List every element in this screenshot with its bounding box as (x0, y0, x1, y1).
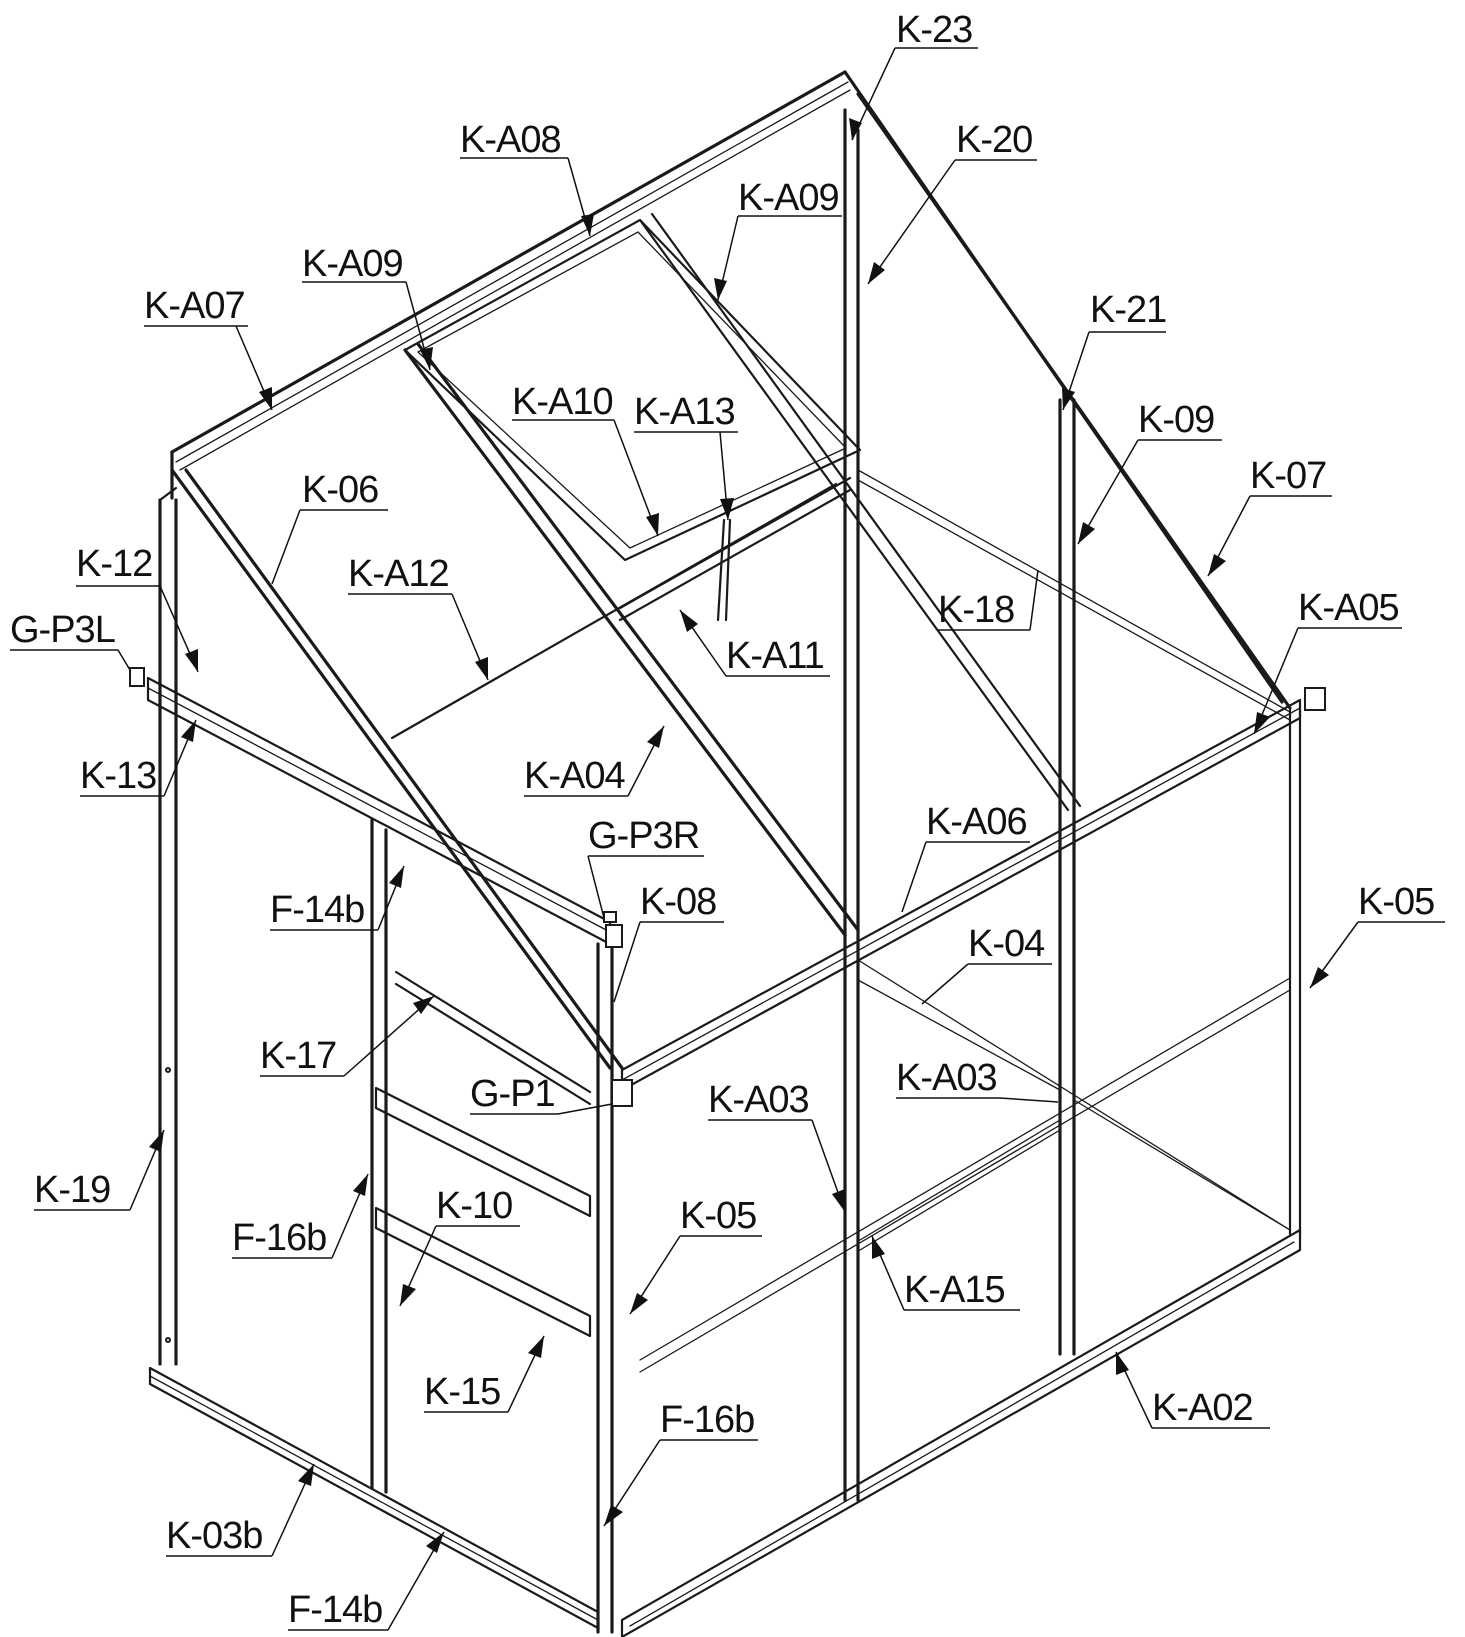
callout-k-07 (1207, 495, 1332, 577)
left-gable-frame (146, 450, 624, 1634)
label-k-a06: K-A06 (926, 801, 1027, 843)
callout-k-a03-right (896, 1097, 1059, 1103)
callout-k-08 (613, 921, 724, 1003)
label-k-05-right: K-05 (1358, 881, 1434, 923)
callout-k-a15 (871, 1235, 1020, 1311)
callout-f-16b-bottom (603, 1439, 758, 1527)
callout-k-a06 (901, 841, 1030, 913)
label-k-a12: K-A12 (348, 553, 449, 595)
label-k-03b: K-03b (166, 1515, 262, 1557)
callout-k-10 (399, 1225, 520, 1307)
label-k-20: K-20 (956, 119, 1032, 161)
callout-f-16b-left (232, 1173, 369, 1259)
label-f-14b-top: F-14b (270, 889, 364, 931)
label-k-08: K-08 (640, 881, 716, 923)
callout-k-05-right (1309, 921, 1445, 989)
door-pivot-icon (603, 911, 617, 923)
label-f-16b-bottom: F-16b (660, 1399, 754, 1441)
label-k-04: K-04 (968, 923, 1045, 965)
label-k-23: K-23 (896, 9, 972, 51)
label-k-a09-right: K-A09 (738, 177, 839, 219)
label-k-07: K-07 (1250, 455, 1326, 497)
ridge-beam (170, 70, 851, 471)
label-g-p3r: G-P3R (588, 815, 699, 857)
callout-leaders (10, 47, 1445, 1631)
label-g-p3l: G-P3L (10, 609, 115, 651)
label-k-a13: K-A13 (634, 391, 735, 433)
callout-k-a08 (460, 157, 594, 237)
callout-k-09 (1077, 439, 1222, 545)
callout-k-a11 (679, 609, 830, 677)
callout-k-a13 (634, 431, 738, 521)
label-k-a15: K-A15 (904, 1269, 1005, 1311)
callout-k-13 (80, 719, 197, 797)
label-k-a04: K-A04 (524, 755, 625, 797)
callout-k-a05 (1253, 627, 1402, 735)
label-f-14b-bottom: F-14b (288, 1589, 382, 1631)
callout-f-14b-bottom (288, 1531, 445, 1631)
label-k-12: K-12 (76, 543, 152, 585)
label-f-16b-left: F-16b (232, 1217, 326, 1259)
label-k-21: K-21 (1090, 289, 1166, 331)
label-k-a07: K-A07 (144, 285, 245, 327)
label-g-p1: G-P1 (470, 1073, 555, 1115)
callout-k-17 (260, 995, 435, 1077)
label-k-19: K-19 (34, 1169, 110, 1211)
callout-k-a07 (144, 325, 273, 411)
callout-f-14b-top (270, 865, 405, 931)
callout-k-a09-left (302, 281, 433, 371)
label-k-a08: K-A08 (460, 119, 561, 161)
label-k-a10: K-A10 (512, 381, 613, 423)
label-k-09: K-09 (1138, 399, 1214, 441)
callout-k-21 (1062, 331, 1166, 411)
label-k-13: K-13 (80, 755, 156, 797)
callout-k-04 (921, 963, 1052, 1005)
label-k-a11: K-A11 (726, 635, 824, 677)
callout-k-18 (938, 569, 1039, 631)
callout-k-a04 (524, 725, 665, 797)
callout-k-05-front (629, 1235, 762, 1315)
callout-k-03b (166, 1463, 315, 1557)
label-k-05-front: K-05 (680, 1195, 756, 1237)
callout-k-19 (34, 1129, 165, 1211)
label-k-18: K-18 (938, 589, 1014, 631)
callout-g-p3r (587, 855, 704, 919)
part-labels: K-23 K-A08 K-20 K-A09 K-A09 K-A07 K-21 K… (10, 9, 1435, 1631)
label-k-a03-right: K-A03 (896, 1057, 997, 1099)
label-k-06: K-06 (302, 469, 378, 511)
callout-k-a03-left (708, 1119, 846, 1213)
label-k-a02: K-A02 (1152, 1387, 1253, 1429)
label-k-10: K-10 (436, 1185, 512, 1227)
label-k-a09-left: K-A09 (302, 243, 403, 285)
greenhouse-frame (129, 70, 1326, 1637)
callout-k-a09-right (714, 215, 842, 301)
callout-g-p1 (470, 1103, 613, 1115)
callout-k-15 (424, 1335, 545, 1413)
callout-g-p3l (10, 649, 131, 671)
callout-k-23 (849, 47, 978, 141)
callout-k-a02 (1115, 1351, 1270, 1429)
corner-bracket-icon (129, 667, 1326, 1107)
roof-slope-front (390, 212, 1082, 937)
label-k-17: K-17 (260, 1035, 336, 1077)
label-k-a05: K-A05 (1298, 587, 1399, 629)
label-k-a03-left: K-A03 (708, 1079, 809, 1121)
label-k-15: K-15 (424, 1371, 500, 1413)
callout-k-06 (271, 509, 388, 585)
callout-k-a10 (512, 419, 659, 537)
callout-k-a12 (348, 593, 489, 681)
callout-k-20 (867, 159, 1037, 285)
callout-k-12 (76, 585, 199, 673)
